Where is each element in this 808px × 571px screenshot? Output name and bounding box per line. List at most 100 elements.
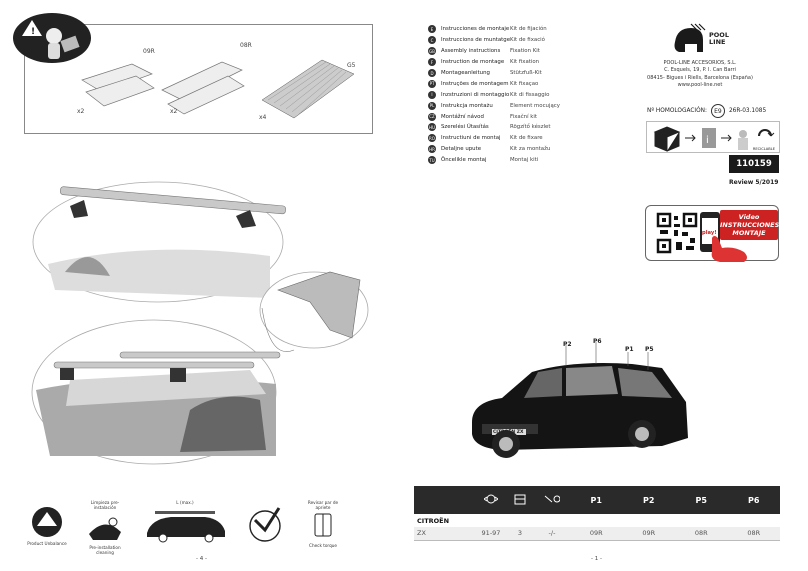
lang-kit: Kit di fissaggio bbox=[510, 91, 550, 98]
torque-icon bbox=[314, 513, 332, 537]
table-row: ZX 91-97 3 -/- 09R 09R 08R 08R bbox=[414, 527, 780, 541]
lang-code: HR bbox=[428, 145, 436, 154]
lang-code: E bbox=[428, 25, 436, 34]
length-max-caption: L (max.) bbox=[176, 500, 194, 505]
application-table: P1 P2 P5 P6 CITROËN ZX 91-97 3 -/- 09R 0… bbox=[414, 486, 780, 541]
brand-row: CITROËN bbox=[414, 514, 780, 527]
pad-b-part-label: 08R bbox=[240, 42, 252, 49]
lang-kit: Kit de fijación bbox=[510, 26, 547, 33]
lang-title: Instrukcja montażu bbox=[441, 102, 493, 109]
review-date: Review 5/2019 bbox=[729, 179, 779, 186]
lang-code: TU bbox=[428, 156, 436, 165]
lang-title: Detaljne upute bbox=[441, 146, 482, 153]
brand-name: POOL bbox=[709, 31, 729, 39]
cleaning-caption: Pre-installation cleaning bbox=[89, 545, 121, 555]
reference-number: 110159 bbox=[729, 155, 779, 173]
lang-kit: Kit fixaçao bbox=[510, 80, 539, 87]
bottom-icon-unbalance: Product Unbalance bbox=[24, 500, 70, 555]
video-label-line3: MONTAJE bbox=[732, 229, 766, 237]
col-p6: P6 bbox=[727, 486, 780, 514]
lang-code: CZ bbox=[428, 112, 436, 121]
car-length-icon bbox=[147, 511, 225, 543]
lang-title: Instruction de montage bbox=[441, 59, 505, 66]
warning-badge: ! bbox=[12, 12, 92, 64]
lang-code: RO bbox=[428, 134, 436, 143]
unbalance-caption: Product Unbalance bbox=[27, 541, 67, 546]
company-address-2: 08415- Bigues i Riells, Barcelona (Españ… bbox=[647, 74, 753, 81]
table-header-row: P1 P2 P5 P6 bbox=[414, 486, 780, 514]
col-doors bbox=[506, 486, 534, 514]
video-instructions-box[interactable]: play! bbox=[645, 205, 779, 262]
svg-text:!: ! bbox=[31, 27, 35, 37]
car-photo bbox=[472, 342, 688, 458]
company-address-1: C. Esquels, 19, P. I. Can Barri bbox=[664, 67, 736, 74]
torque-caption: Check torque bbox=[309, 543, 337, 548]
video-label-line1: Video bbox=[738, 213, 760, 221]
lang-title: Montageanleitung bbox=[441, 70, 490, 76]
pad-a-qty: x2 bbox=[77, 108, 85, 115]
lang-kit: Kit za montažu bbox=[510, 146, 551, 153]
lang-row: HR Detaljne upute Kit za montažu bbox=[428, 144, 578, 155]
play-label[interactable]: play! bbox=[702, 230, 717, 236]
position-label-p6: P6 bbox=[593, 338, 602, 345]
cell-years: 91-97 bbox=[476, 527, 506, 541]
warning-read-icon: ! bbox=[13, 13, 91, 63]
qr-code-icon[interactable] bbox=[656, 212, 698, 254]
calendar-arrows-icon bbox=[483, 494, 499, 504]
homologation-number: 26R-03.1085 bbox=[728, 108, 767, 114]
col-p2: P2 bbox=[622, 486, 675, 514]
lang-code: PL bbox=[428, 101, 436, 110]
lang-title: Instruções de montagem bbox=[441, 80, 509, 87]
lang-kit: Montaj kiti bbox=[510, 157, 539, 164]
kit-contents-box bbox=[24, 24, 373, 134]
check-icon bbox=[249, 507, 281, 542]
lang-code: F bbox=[428, 58, 436, 67]
pad-a-part-label: 09R bbox=[143, 48, 155, 55]
col-p1: P1 bbox=[570, 486, 623, 514]
elephant-logo-icon bbox=[674, 23, 706, 52]
brand-logo: POOL LINE bbox=[620, 18, 780, 60]
video-label[interactable]: Video INSTRUCCIONES MONTAJE bbox=[720, 210, 779, 240]
car-plate: CITROËN ZX bbox=[493, 430, 524, 435]
unbalance-icon bbox=[32, 507, 62, 537]
cell-model: ZX bbox=[414, 527, 476, 541]
recyclable-label: RECICLABLE bbox=[752, 147, 775, 151]
cell-fixation: -/- bbox=[534, 527, 570, 541]
col-p5: P5 bbox=[675, 486, 728, 514]
packaging-row: i bbox=[653, 126, 775, 152]
lang-kit: Kit de fixació bbox=[510, 37, 545, 44]
lang-kit: Fixační kit bbox=[510, 113, 538, 120]
company-website[interactable]: www.pool-line.net bbox=[677, 82, 723, 89]
lang-code: PT bbox=[428, 79, 436, 88]
lang-code: I bbox=[428, 90, 436, 99]
position-label-p1: P1 bbox=[625, 346, 634, 353]
bottom-icon-length: L (max.) bbox=[140, 500, 230, 555]
lang-kit: Kit de fixare bbox=[510, 135, 543, 142]
lang-title: Instrucciones de montaje bbox=[441, 26, 510, 33]
lang-code: HU bbox=[428, 123, 436, 132]
cell-p6: 08R bbox=[727, 527, 780, 541]
lang-title: Instruccions de muntatge bbox=[441, 37, 511, 44]
col-fixation bbox=[534, 486, 570, 514]
bottom-icon-torque: Revisar par de apriete Check torque bbox=[300, 500, 346, 555]
homologation-label: Nº HOMOLOGACIÓN: bbox=[647, 108, 707, 114]
bottom-icon-check bbox=[242, 500, 288, 555]
position-label-p5: P5 bbox=[645, 346, 654, 353]
roof-rack-illustration bbox=[31, 181, 369, 465]
lang-code: GB bbox=[428, 47, 436, 56]
bottom-icons: Product Unbalance Limpieza pre-instalaci… bbox=[24, 500, 346, 555]
col-years bbox=[476, 486, 506, 514]
bottom-icon-cleaning: Limpieza pre-instalación Pre-installatio… bbox=[82, 500, 128, 555]
packaging-icons: i RECICLABLE bbox=[646, 121, 780, 153]
cell-doors: 3 bbox=[506, 527, 534, 541]
